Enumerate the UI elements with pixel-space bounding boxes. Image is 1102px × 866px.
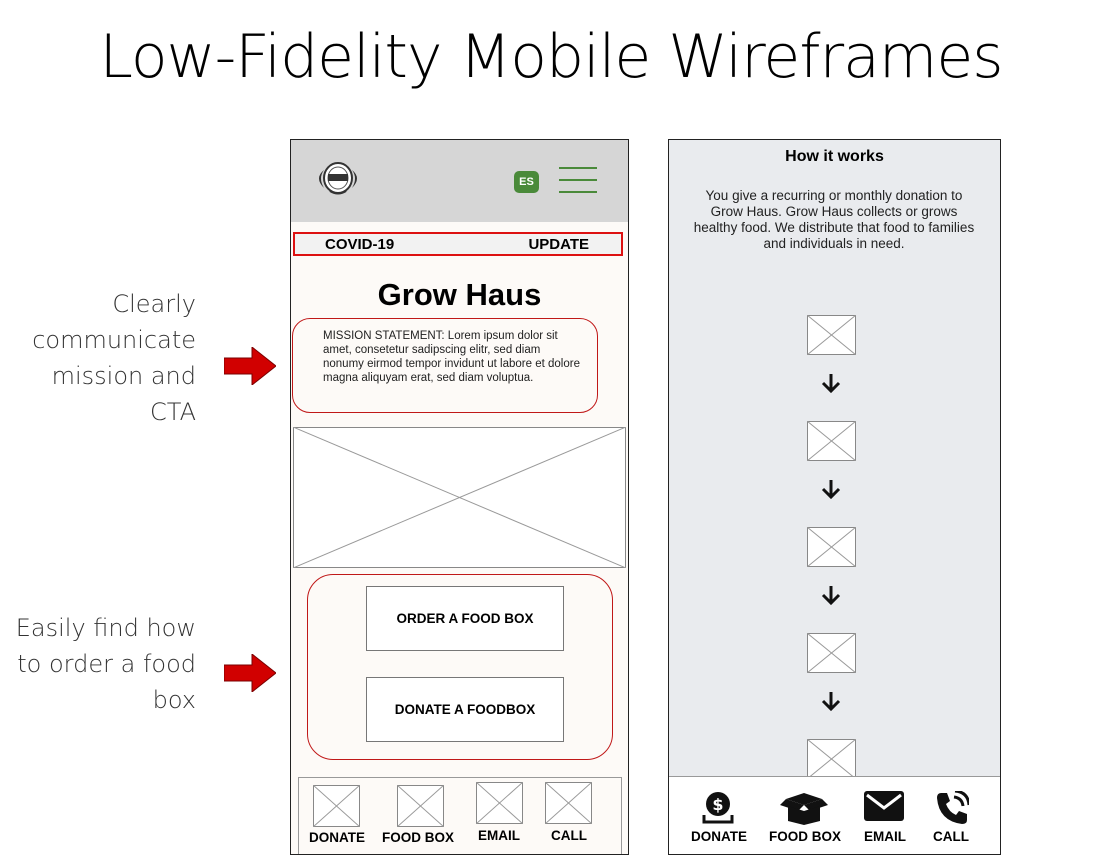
image-placeholder-icon	[313, 785, 360, 827]
section-title: How it works	[785, 148, 884, 165]
nav-donate[interactable]: $ DONATE	[677, 777, 761, 854]
image-placeholder-icon	[545, 782, 592, 824]
open-box-icon	[780, 793, 828, 825]
bottom-nav: DONATE FOOD BOX EMAIL CALL	[298, 777, 622, 854]
annotation-order: Easily find how to order a food box	[0, 610, 196, 718]
step-image-placeholder	[807, 633, 856, 673]
image-placeholder-icon	[397, 785, 444, 827]
cta-group: ORDER A FOOD BOX DONATE A FOODBOX	[307, 574, 613, 760]
home-screen-wireframe: ES COVID-19 UPDATE Grow Haus MISSION STA…	[290, 139, 629, 855]
nav-label: EMAIL	[478, 828, 520, 843]
page-title: Grow Haus	[377, 277, 542, 312]
nav-label: FOOD BOX	[768, 829, 841, 844]
grow-haus-logo[interactable]	[312, 158, 364, 198]
nav-food-box[interactable]: FOOD BOX	[763, 777, 847, 854]
app-header: ES	[291, 140, 628, 222]
mission-statement: MISSION STATEMENT: Lorem ipsum dolor sit…	[292, 318, 598, 413]
nav-label: CALL	[933, 829, 969, 844]
annotation-line: mission and	[51, 362, 196, 390]
annotation-line: Easily find how	[15, 614, 196, 642]
nav-label: EMAIL	[864, 829, 906, 844]
nav-food-box[interactable]: FOOD BOX	[375, 778, 455, 854]
annotation-arrow-icon	[224, 347, 276, 385]
language-toggle-button[interactable]: ES	[514, 171, 539, 193]
order-food-box-button[interactable]: ORDER A FOOD BOX	[366, 586, 564, 651]
annotation-line: CTA	[150, 398, 196, 426]
nav-label: DONATE	[691, 829, 747, 844]
image-placeholder-icon	[476, 782, 523, 824]
slide-title: Low-Fidelity Mobile Wireframes	[99, 22, 1003, 92]
annotation-line: communicate	[32, 326, 196, 354]
covid-label: COVID-19	[325, 236, 395, 253]
arrow-down-icon	[821, 374, 841, 394]
annotation-line: box	[152, 686, 196, 714]
update-link[interactable]: UPDATE	[528, 236, 589, 253]
annotation-line: Clearly	[112, 290, 196, 318]
step-image-placeholder	[807, 421, 856, 461]
nav-email[interactable]: EMAIL	[461, 778, 541, 854]
how-it-works-description: You give a recurring or monthly donation…	[693, 188, 975, 251]
nav-donate[interactable]: DONATE	[291, 778, 371, 854]
annotation-arrow-icon	[224, 654, 276, 692]
nav-label: FOOD BOX	[381, 830, 454, 845]
bottom-nav: $ DONATE FOOD BOX EMAIL	[669, 776, 1000, 854]
nav-label: DONATE	[309, 830, 365, 845]
hero-image-placeholder	[293, 427, 626, 568]
how-it-works-wireframe: How it works You give a recurring or mon…	[668, 139, 1001, 855]
nav-label: CALL	[551, 828, 587, 843]
step-image-placeholder	[807, 315, 856, 355]
step-image-placeholder	[807, 527, 856, 567]
annotation-mission: Clearly communicate mission and CTA	[0, 286, 196, 430]
arrow-down-icon	[821, 692, 841, 712]
nav-call[interactable]: CALL	[909, 777, 993, 854]
covid-update-banner[interactable]: COVID-19 UPDATE	[293, 232, 623, 256]
phone-icon	[937, 791, 969, 824]
step-image-placeholder	[807, 739, 856, 779]
svg-text:$: $	[712, 795, 723, 814]
arrow-down-icon	[821, 480, 841, 500]
arrow-down-icon	[821, 586, 841, 606]
donate-food-box-button[interactable]: DONATE A FOODBOX	[366, 677, 564, 742]
nav-email[interactable]: EMAIL	[843, 777, 927, 854]
hamburger-icon[interactable]	[559, 167, 597, 194]
dollar-coin-icon: $	[702, 792, 734, 824]
nav-call[interactable]: CALL	[537, 778, 617, 854]
annotation-line: to order a food	[17, 650, 196, 678]
envelope-icon	[864, 791, 904, 821]
